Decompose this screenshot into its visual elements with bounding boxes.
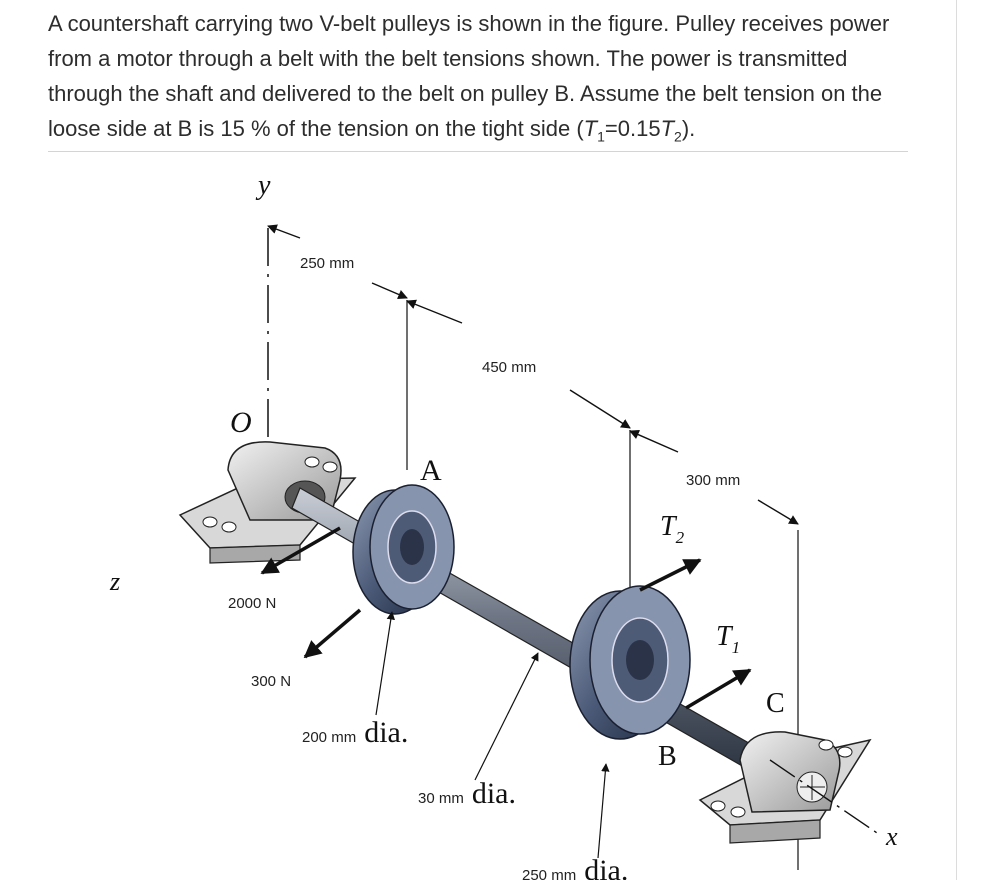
tension-T1-arrow — [685, 668, 752, 710]
countershaft-figure: y O z 250 mm 450 mm 300 mm — [109, 170, 898, 880]
left-bearing — [178, 441, 357, 564]
origin-label: O — [230, 406, 252, 439]
dim-450-arrow-left — [406, 299, 463, 324]
axis-z-label: z — [109, 567, 120, 596]
dim-250-arrow-left — [267, 224, 301, 239]
t1-subscript: 1 — [597, 128, 605, 145]
t2-symbol: T — [660, 116, 675, 141]
label-C: C — [766, 688, 785, 719]
dim-450-arrow-right — [569, 389, 631, 429]
dim-300-arrow-left — [629, 430, 679, 453]
tension-T2-arrow — [639, 558, 702, 592]
label-A: A — [420, 454, 442, 487]
force-300-label: 300 N — [251, 673, 291, 690]
dim-250-arrow-right — [371, 282, 408, 300]
problem-statement: A countershaft carrying two V-belt pulle… — [48, 6, 928, 146]
dim-300-label: 300 mm — [686, 472, 740, 489]
problem-text: A countershaft carrying two V-belt pulle… — [48, 11, 890, 141]
force-300-arrow — [303, 608, 362, 659]
x-axis — [769, 759, 881, 836]
right-bearing — [698, 731, 872, 844]
pulley-A — [352, 484, 455, 615]
ratio-text: =0.15 — [604, 116, 661, 141]
tension-T2-label: T2 — [660, 511, 685, 547]
axis-x-label: x — [885, 822, 898, 851]
divider — [48, 151, 908, 152]
leader-pulleyA-dia — [375, 611, 395, 716]
dim-450-label: 450 mm — [482, 359, 536, 376]
axis-y-label: y — [255, 170, 271, 201]
t1-symbol: T — [583, 116, 598, 141]
problem-text-end: ). — [681, 116, 696, 141]
y-axis: y — [255, 170, 271, 440]
dim-300-arrow-right — [757, 499, 799, 525]
label-B: B — [658, 741, 677, 772]
problem-card: A countershaft carrying two V-belt pulle… — [48, 0, 957, 880]
force-2000-label: 2000 N — [228, 595, 276, 612]
pulley-B — [569, 585, 691, 740]
leader-shaft-dia — [474, 652, 539, 781]
force-2000-arrow — [260, 526, 341, 575]
t2-subscript: 2 — [674, 128, 682, 145]
leader-pulleyB-dia — [597, 763, 610, 859]
dim-250-label: 250 mm — [300, 255, 354, 272]
tension-T1-label: T1 — [716, 621, 740, 657]
